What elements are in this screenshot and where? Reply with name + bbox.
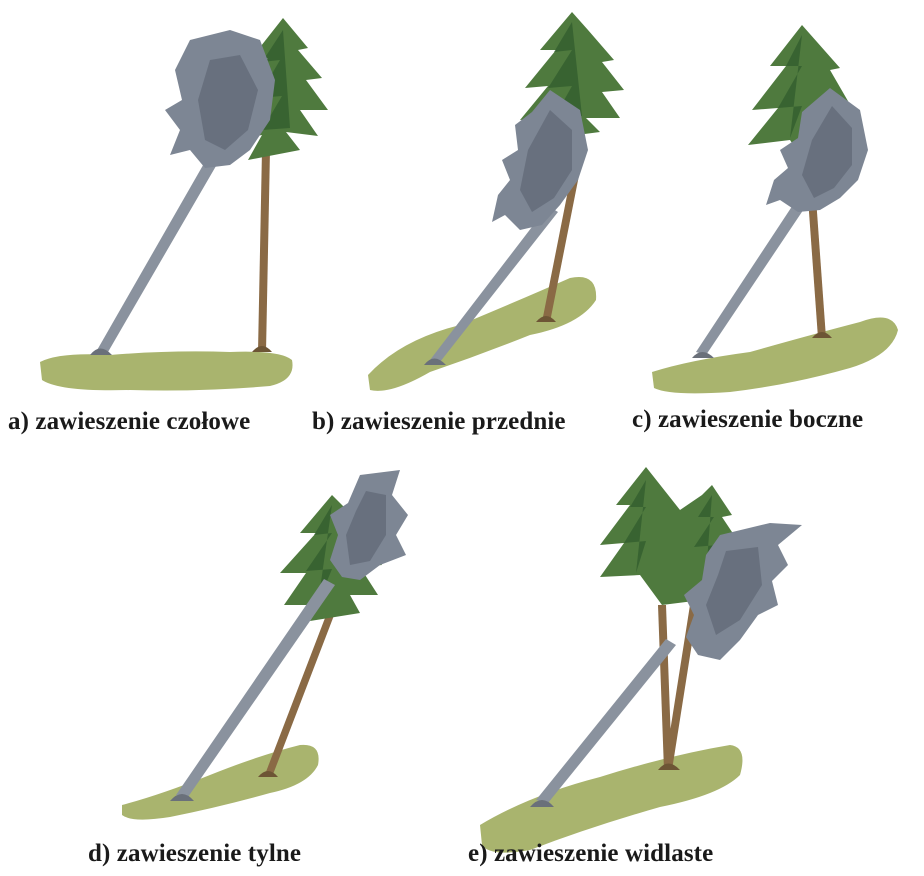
ground-patch — [40, 351, 293, 390]
caption-e: e) zawieszenie widlaste — [468, 840, 713, 868]
fallen-tree-back-hang-illustration — [60, 455, 440, 876]
panel-e: e) zawieszenie widlaste — [440, 455, 924, 876]
fallen-tree-front-hang-illustration — [0, 0, 310, 400]
fallen-tree-forward-hang-illustration — [310, 0, 630, 400]
panel-c: c) zawieszenie boczne — [630, 0, 924, 400]
caption-d: d) zawieszenie tylne — [88, 840, 301, 868]
caption-b: b) zawieszenie przednie — [312, 408, 566, 436]
panel-b: b) zawieszenie przednie — [310, 0, 630, 400]
caption-c: c) zawieszenie boczne — [632, 406, 863, 434]
dead-tree — [90, 30, 275, 355]
ground-patch — [122, 745, 319, 820]
panel-a: a) zawieszenie czołowe — [0, 0, 310, 400]
fallen-tree-side-hang-illustration — [630, 0, 924, 400]
ground-patch — [652, 318, 898, 394]
caption-a: a) zawieszenie czołowe — [8, 408, 250, 436]
fallen-tree-fork-hang-illustration — [440, 455, 924, 876]
ground-patch — [480, 745, 742, 853]
panel-d: d) zawieszenie tylne — [60, 455, 440, 876]
